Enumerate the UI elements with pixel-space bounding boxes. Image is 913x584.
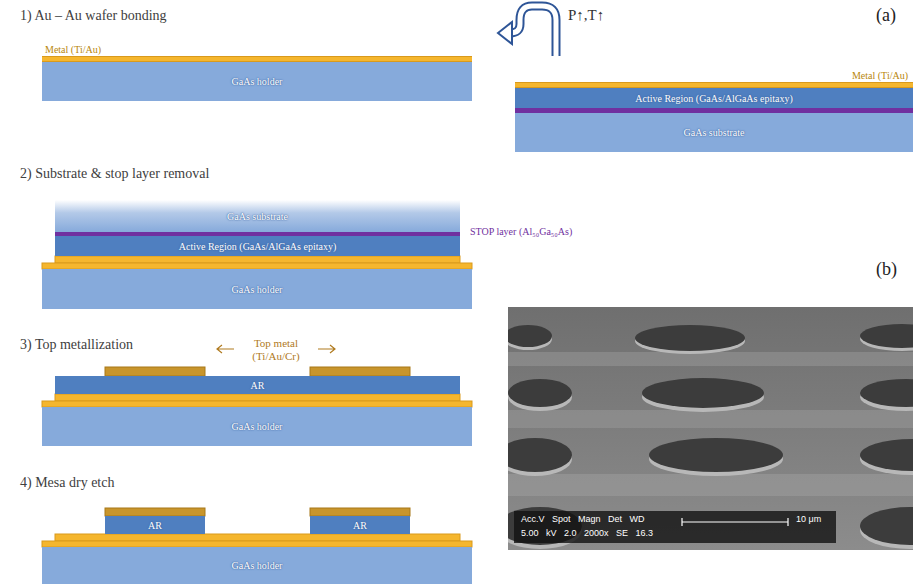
layer-label: GaAs holder <box>232 284 283 295</box>
metal-layer <box>55 256 460 263</box>
layer-label: GaAs holder <box>232 76 283 87</box>
layer-label: AR <box>353 520 367 531</box>
step-title: 3) Top metallization <box>20 337 133 353</box>
layer-label: Metal (Ti/Au) <box>45 44 101 55</box>
holder-layer: GaAs holder <box>42 547 472 584</box>
step-title: 4) Mesa dry etch <box>20 475 114 491</box>
holder-layer: GaAs holder <box>42 269 472 309</box>
active-region-layer: AR <box>55 376 460 394</box>
layer-label: Metal (Ti/Au) <box>852 70 908 81</box>
sem-image <box>508 307 913 550</box>
step-title: 1) Au – Au wafer bonding <box>20 8 167 24</box>
panel-label: (a) <box>876 5 896 26</box>
panel-label: (b) <box>876 259 897 280</box>
top-metal-pad <box>105 508 205 516</box>
part-label: Top metal (Ti/Au/Cr) <box>240 337 312 362</box>
active-region-layer: Active Region (GaAs/AlGaAs epitaxy) <box>55 236 460 256</box>
layer-label: GaAs substrate <box>684 127 745 138</box>
top-metal-pad <box>310 508 410 516</box>
metal-layer <box>55 534 460 541</box>
active-region-layer: Active Region (GaAs/AlGaAs epitaxy) <box>515 88 913 108</box>
top-metal-pad <box>105 367 205 376</box>
layer-label: AR <box>251 380 265 391</box>
flip-arrow <box>498 6 556 56</box>
layer-label: Active Region (GaAs/AlGaAs epitaxy) <box>179 241 336 252</box>
sem-info: Acc.V Spot Magn Det WD <box>521 514 645 524</box>
substrate-layer: GaAs substrate <box>55 200 460 232</box>
layer-label: STOP layer (Al₅₀Ga₅₀As) <box>470 226 572 237</box>
layer-label: GaAs holder <box>232 421 283 432</box>
scale-label: 10 μm <box>796 514 821 524</box>
layer-label: Active Region (GaAs/AlGaAs epitaxy) <box>635 93 792 104</box>
layer-label: GaAs substrate <box>227 211 288 222</box>
metal-layer <box>55 394 460 401</box>
top-metal-pad <box>310 367 410 376</box>
condition-label: P↑,T↑ <box>568 7 604 24</box>
substrate-layer: GaAs substrate <box>515 113 913 152</box>
sem-info: 5.00 kV 2.0 2000x SE 16.3 <box>521 528 653 538</box>
mesa-layer: AR <box>310 516 410 534</box>
layer-label: GaAs holder <box>232 560 283 571</box>
layer-label: AR <box>148 520 162 531</box>
mesa-layer: AR <box>105 516 205 534</box>
step-title: 2) Substrate & stop layer removal <box>20 166 209 182</box>
holder-layer: GaAs holder <box>42 407 472 446</box>
holder-layer: GaAs holder <box>42 62 472 101</box>
